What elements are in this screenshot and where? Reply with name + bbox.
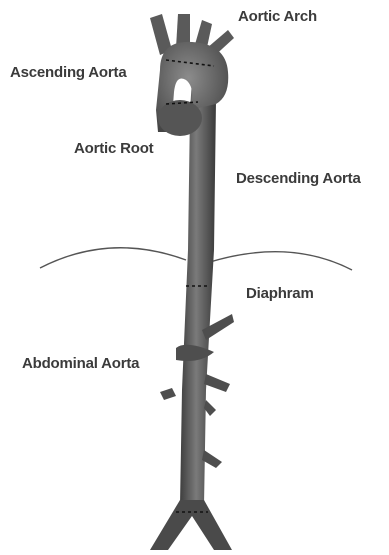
label-aortic-arch: Aortic Arch [238, 8, 317, 25]
label-diaphragm: Diaphram [246, 285, 314, 302]
label-ascending-aorta: Ascending Aorta [10, 64, 126, 81]
label-aortic-root: Aortic Root [74, 140, 153, 157]
label-descending-aorta: Descending Aorta [236, 170, 361, 187]
diaphragm-curve-left [40, 248, 186, 268]
iliac-bifurcation [150, 500, 232, 550]
aortic-root [158, 100, 202, 136]
descending-aorta [180, 78, 216, 506]
diaphragm-curve-right [210, 252, 352, 270]
label-abdominal-aorta: Abdominal Aorta [22, 355, 139, 372]
